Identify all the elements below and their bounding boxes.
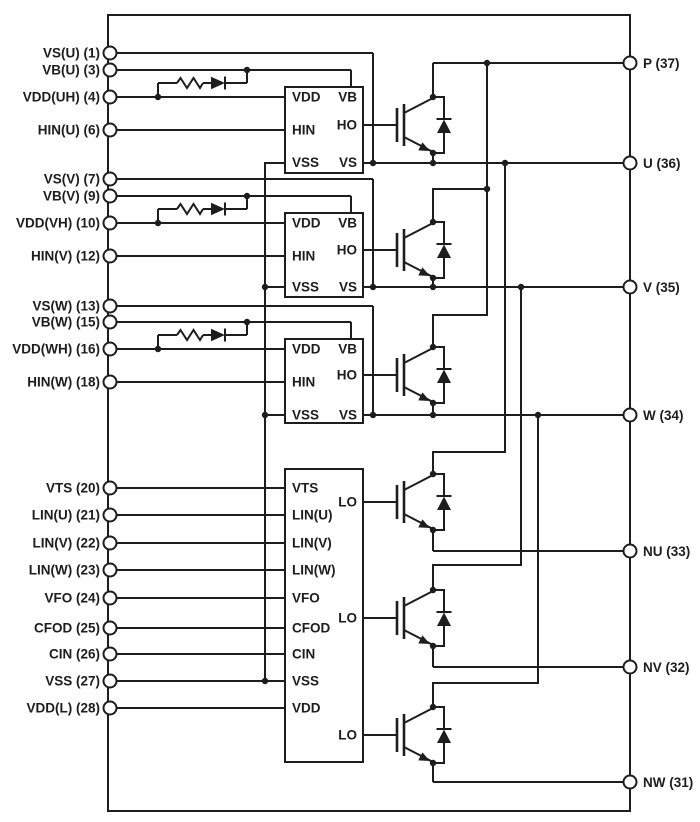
hs-u-ho-label: HO (337, 118, 357, 133)
high-side-driver-block-u (284, 86, 364, 174)
hs-w-vdd-label: VDD (292, 342, 321, 357)
bootstrap-network-u-icon (153, 65, 252, 102)
pin-label-w: W (34) (643, 408, 684, 423)
ls-lo1-label: LO (338, 495, 357, 510)
high-side-driver-u-labels: VDD HIN VSS VB HO VS (292, 90, 357, 171)
hs-w-vs-label: VS (339, 408, 357, 423)
hs-u-hin-label: HIN (292, 123, 315, 138)
pin-label-nw: NW (31) (643, 775, 693, 790)
hs-v-ho-label: HO (337, 243, 357, 258)
pin-label-linu: LIN(U) (21) (32, 508, 100, 523)
igbt-u-high-icon (395, 92, 453, 158)
igbt-v-low-icon (395, 585, 453, 651)
pin-label-u: U (36) (643, 156, 681, 171)
hs-w-ho-label: HO (337, 368, 357, 383)
output-row-wires (363, 62, 623, 783)
bootstrap-network-w-icon (153, 317, 252, 354)
high-side-driver-block-v (284, 212, 364, 298)
hs-u-vdd-label: VDD (292, 90, 321, 105)
pin-label-vsu: VS(U) (1) (43, 46, 100, 61)
left-pin-terminals (102, 45, 118, 716)
igbt-u-low-icon (395, 469, 453, 535)
pin-label-nu: NU (33) (643, 544, 690, 559)
pin-label-vts: VTS (20) (46, 481, 100, 496)
right-pin-labels: P (37) U (36) V (35) W (34) NU (33) NV (… (643, 56, 693, 790)
hs-u-vb-label: VB (338, 90, 357, 105)
pin-label-nv: NV (32) (643, 660, 690, 675)
ls-lo3-label: LO (338, 728, 357, 743)
igbt-v-high-icon (395, 217, 453, 283)
ls-linu-label: LIN(U) (292, 508, 333, 523)
pin-label-hinv: HIN(V) (12) (31, 249, 100, 264)
high-side-driver-w-labels: VDD HIN VSS VB HO VS (292, 342, 357, 423)
module-outline (107, 14, 631, 812)
high-side-driver-block-w (284, 338, 364, 424)
igbt-w-low-icon (395, 702, 453, 768)
pin-label-vfo: VFO (24) (44, 591, 100, 606)
pin-label-cfod: CFOD (25) (34, 621, 100, 636)
hs-v-vs-label: VS (339, 280, 357, 295)
low-side-driver-block (284, 468, 364, 763)
hs-v-vdd-label: VDD (292, 216, 321, 231)
pin-label-vbw: VB(W) (15) (32, 315, 100, 330)
ls-vts-label: VTS (292, 481, 318, 496)
left-pin-lead-wires (117, 52, 373, 709)
pin-label-vddvh: VDD(VH) (10) (16, 216, 100, 231)
hs-u-vs-label: VS (339, 155, 357, 170)
high-side-driver-v-labels: VDD HIN VSS VB HO VS (292, 216, 357, 295)
vs-vb-vss-wires (264, 53, 374, 681)
pin-label-linw: LIN(W) (23) (29, 563, 100, 578)
left-pin-labels: VS(U) (1) VB(U) (3) VDD(UH) (4) HIN(U) (… (12, 46, 100, 716)
hs-w-vb-label: VB (338, 342, 357, 357)
pin-label-vsv: VS(V) (7) (44, 172, 100, 187)
hs-v-hin-label: HIN (292, 249, 315, 264)
hs-u-vss-label: VSS (292, 155, 319, 170)
low-side-driver-labels: VTS LIN(U) LIN(V) LIN(W) VFO CFOD CIN VS… (292, 481, 357, 743)
pin-label-vsw: VS(W) (13) (33, 299, 101, 314)
ls-vss-label: VSS (292, 674, 319, 689)
pin-label-hinu: HIN(U) (6) (38, 123, 100, 138)
pin-label-v: V (35) (643, 280, 680, 295)
collector-emitter-gate-wires (363, 63, 539, 782)
pin-label-p: P (37) (643, 56, 680, 71)
bootstrap-network-v-icon (153, 191, 252, 228)
ls-vdd-label: VDD (292, 701, 321, 716)
ls-linw-label: LIN(W) (292, 563, 335, 578)
pin-label-hinw: HIN(W) (18) (27, 375, 100, 390)
ls-lo2-label: LO (338, 611, 357, 626)
ls-cin-label: CIN (292, 647, 315, 662)
pin-label-vddl: VDD(L) (28) (27, 701, 101, 716)
pin-label-vss: VSS (27) (45, 674, 100, 689)
ls-vfo-label: VFO (292, 591, 320, 606)
ls-cfod-label: CFOD (292, 621, 330, 636)
igbt-w-high-icon (395, 342, 453, 408)
pin-label-vdduh: VDD(UH) (4) (23, 90, 100, 105)
ls-linv-label: LIN(V) (292, 536, 332, 551)
hs-v-vb-label: VB (338, 216, 357, 231)
pin-label-vbv: VB(V) (9) (43, 189, 100, 204)
pin-label-cin: CIN (26) (49, 647, 100, 662)
hs-v-vss-label: VSS (292, 280, 319, 295)
hs-w-hin-label: HIN (292, 375, 315, 390)
wires (117, 52, 623, 783)
junction-dots (261, 59, 542, 685)
pin-label-linv: LIN(V) (22) (33, 536, 101, 551)
pin-label-vddwh: VDD(WH) (16) (12, 342, 100, 357)
pin-label-vbu: VB(U) (3) (42, 63, 100, 78)
hs-w-vss-label: VSS (292, 408, 319, 423)
